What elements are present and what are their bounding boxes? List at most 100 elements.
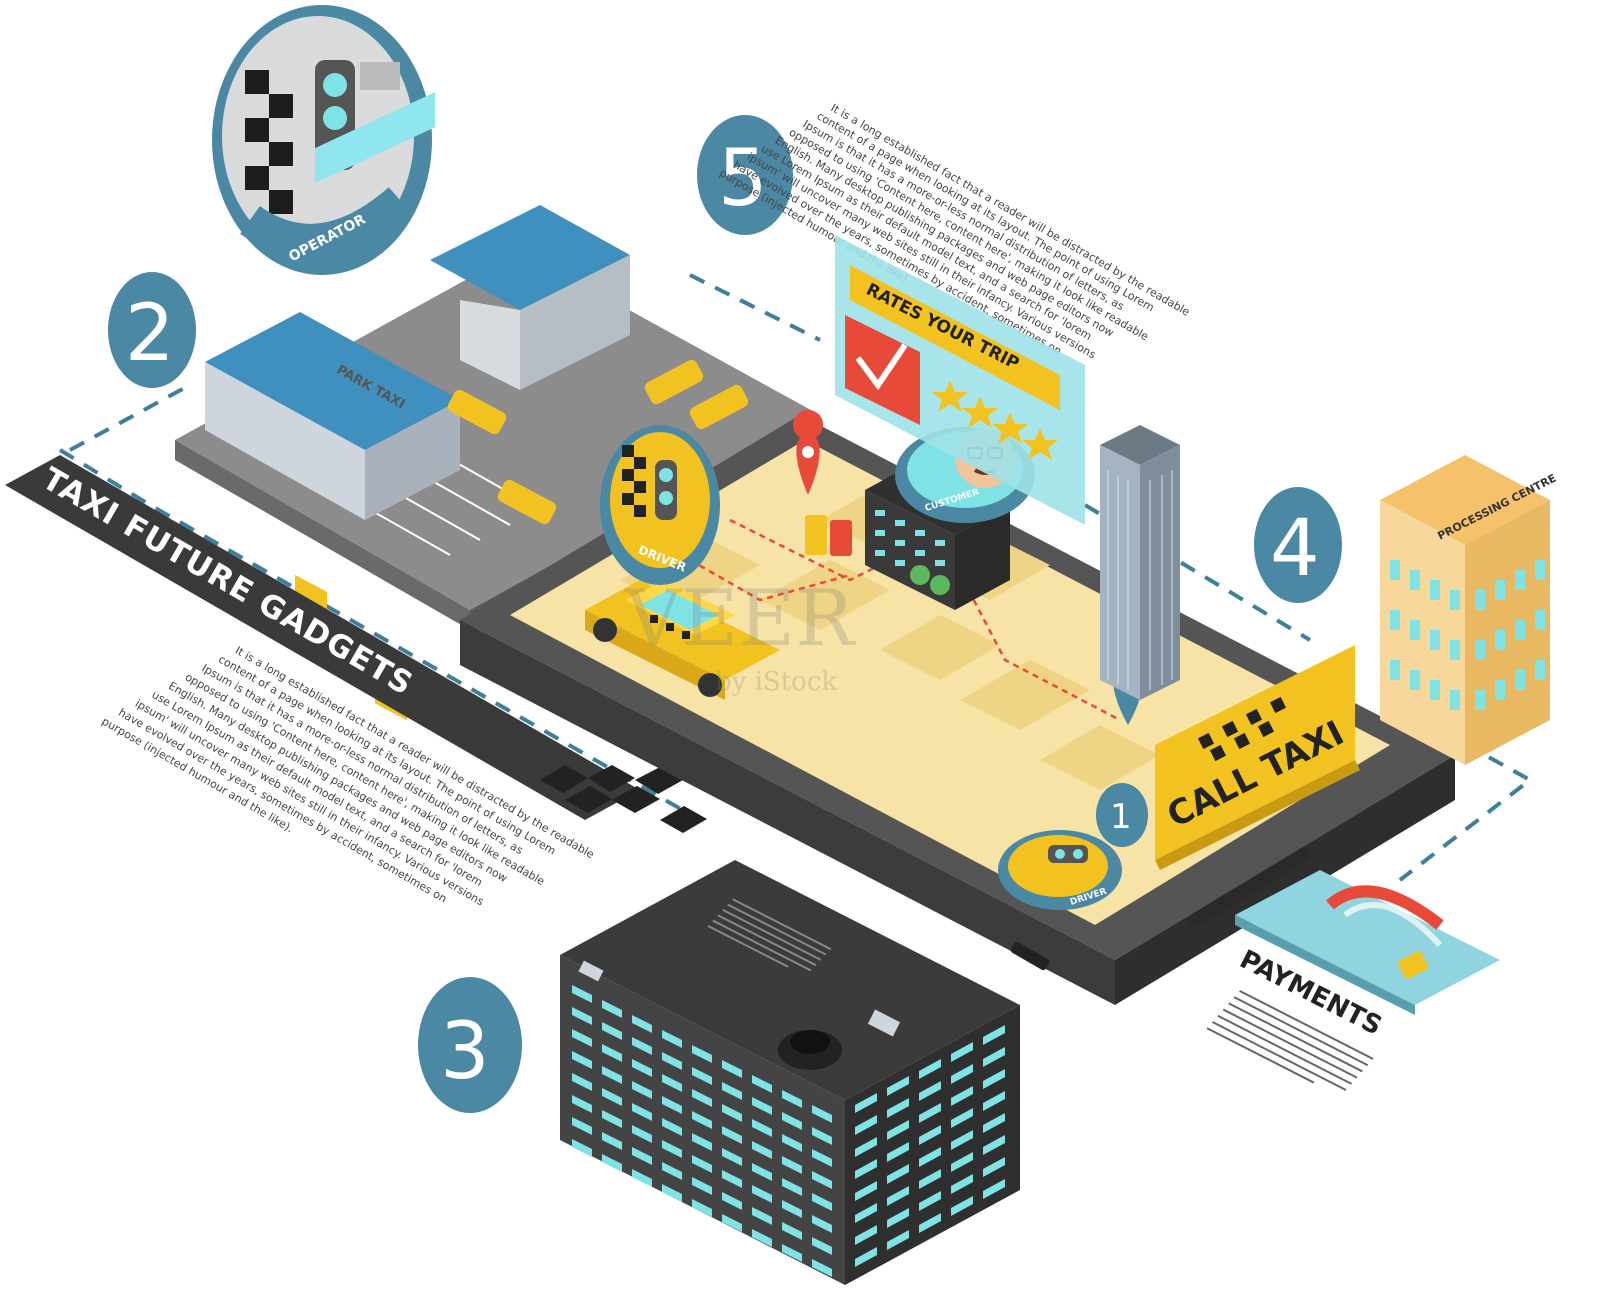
server-window xyxy=(887,1164,909,1184)
server-window xyxy=(602,1000,622,1018)
server-window xyxy=(722,1060,742,1078)
server-window xyxy=(919,1147,941,1167)
server-window xyxy=(632,1059,652,1077)
server-window xyxy=(951,1108,973,1128)
server-window xyxy=(662,1074,682,1092)
payments-card: PAYMENTS xyxy=(1235,870,1500,1042)
server-window xyxy=(722,1126,742,1144)
server-window xyxy=(752,1141,772,1159)
server-window xyxy=(752,1207,772,1225)
server-window xyxy=(812,1149,832,1167)
server-window xyxy=(919,1213,941,1233)
server-window xyxy=(951,1064,973,1084)
server-window xyxy=(752,1097,772,1115)
server-window xyxy=(951,1152,973,1172)
server-window xyxy=(632,1147,652,1165)
step-3-badge: 3 xyxy=(418,977,522,1113)
server-window xyxy=(752,1075,772,1093)
server-window xyxy=(752,1163,772,1181)
server-window xyxy=(887,1142,909,1162)
server-window xyxy=(812,1259,832,1277)
call-taxi-sign[interactable]: CALL TAXI xyxy=(1155,645,1360,870)
server-window xyxy=(692,1133,712,1151)
server-window xyxy=(887,1076,909,1096)
server-window xyxy=(919,1191,941,1211)
star-icon xyxy=(992,412,1028,444)
server-window xyxy=(632,1103,652,1121)
server-window xyxy=(722,1170,742,1188)
server-window xyxy=(752,1229,772,1247)
step-5-number: 5 xyxy=(718,134,768,224)
server-window xyxy=(722,1148,742,1166)
server-window xyxy=(662,1140,682,1158)
server-window xyxy=(662,1096,682,1114)
driver-bubble: DRIVER xyxy=(600,425,720,585)
server-window xyxy=(602,1022,622,1040)
payments-description xyxy=(1206,990,1374,1091)
server-window xyxy=(919,1059,941,1079)
server-window xyxy=(782,1244,802,1262)
server-window xyxy=(602,1044,622,1062)
server-window xyxy=(855,1247,877,1267)
luggage-icon xyxy=(805,515,852,556)
server-window xyxy=(572,1095,592,1113)
processing-centre-building: PROCESSING CENTRE xyxy=(1380,455,1558,765)
server-window xyxy=(662,1162,682,1180)
rating-stars xyxy=(932,380,1058,460)
data-centre-building: DATA CENTRE xyxy=(560,860,1020,1285)
server-window xyxy=(632,1015,652,1033)
server-window xyxy=(782,1200,802,1218)
server-window xyxy=(782,1178,802,1196)
checkmark-icon xyxy=(855,343,908,391)
rate-trip-panel: RATES YOUR TRIP xyxy=(835,235,1085,525)
step-4-badge: 4 xyxy=(1254,487,1342,603)
server-window xyxy=(632,1125,652,1143)
server-window xyxy=(919,1103,941,1123)
server-window xyxy=(812,1237,832,1255)
server-window xyxy=(983,1091,1005,1111)
server-window xyxy=(572,1007,592,1025)
server-window xyxy=(812,1215,832,1233)
step-5-badge: 5 xyxy=(697,115,793,235)
server-window xyxy=(855,1225,877,1245)
server-window xyxy=(855,1137,877,1157)
server-window xyxy=(572,1073,592,1091)
skyscraper-building xyxy=(1100,425,1180,700)
server-window xyxy=(782,1156,802,1174)
server-window xyxy=(722,1104,742,1122)
rating-card xyxy=(845,315,920,425)
server-window xyxy=(572,985,592,1003)
server-window xyxy=(572,1051,592,1069)
server-window xyxy=(919,1081,941,1101)
watermark-sub: by iStock xyxy=(715,667,837,697)
server-window xyxy=(983,1135,1005,1155)
server-window xyxy=(722,1192,742,1210)
server-window xyxy=(602,1066,622,1084)
server-window xyxy=(782,1134,802,1152)
server-window xyxy=(572,1139,592,1157)
server-window xyxy=(752,1185,772,1203)
server-window xyxy=(983,1157,1005,1177)
server-window xyxy=(782,1090,802,1108)
step-1-badge: 1 xyxy=(1096,783,1148,847)
driver-badge: DRIVER xyxy=(998,830,1122,910)
server-window xyxy=(782,1112,802,1130)
server-window xyxy=(983,1047,1005,1067)
server-window xyxy=(602,1110,622,1128)
server-window xyxy=(812,1193,832,1211)
server-window xyxy=(572,1029,592,1047)
server-window xyxy=(692,1067,712,1085)
server-window xyxy=(887,1186,909,1206)
server-window xyxy=(602,1132,622,1150)
server-window xyxy=(855,1093,877,1113)
watermark: VEER by iStock xyxy=(624,574,856,697)
step-4-number: 4 xyxy=(1270,504,1320,594)
data-centre-text-lines xyxy=(707,898,832,972)
watermark-brand: VEER xyxy=(624,574,856,664)
server-window xyxy=(632,1037,652,1055)
server-window xyxy=(752,1119,772,1137)
server-window xyxy=(855,1115,877,1135)
server-window xyxy=(722,1082,742,1100)
server-window xyxy=(722,1214,742,1232)
